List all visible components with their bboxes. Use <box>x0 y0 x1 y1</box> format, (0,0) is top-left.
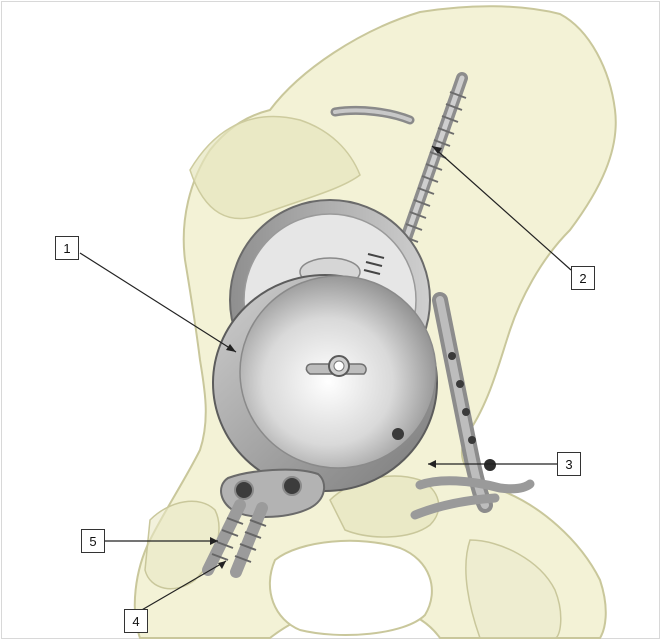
callout-4: 4 <box>124 609 148 633</box>
callout-4-label: 4 <box>132 614 139 629</box>
callout-2: 2 <box>571 266 595 290</box>
callout-5-label: 5 <box>89 534 96 549</box>
acetabular-cup-implant <box>213 200 437 491</box>
callout-3-label: 3 <box>565 457 572 472</box>
callout-1-label: 1 <box>63 241 70 256</box>
callout-5: 5 <box>81 529 105 553</box>
callout-1: 1 <box>55 236 79 260</box>
callout-2-label: 2 <box>579 271 586 286</box>
callout-3: 3 <box>557 452 581 476</box>
